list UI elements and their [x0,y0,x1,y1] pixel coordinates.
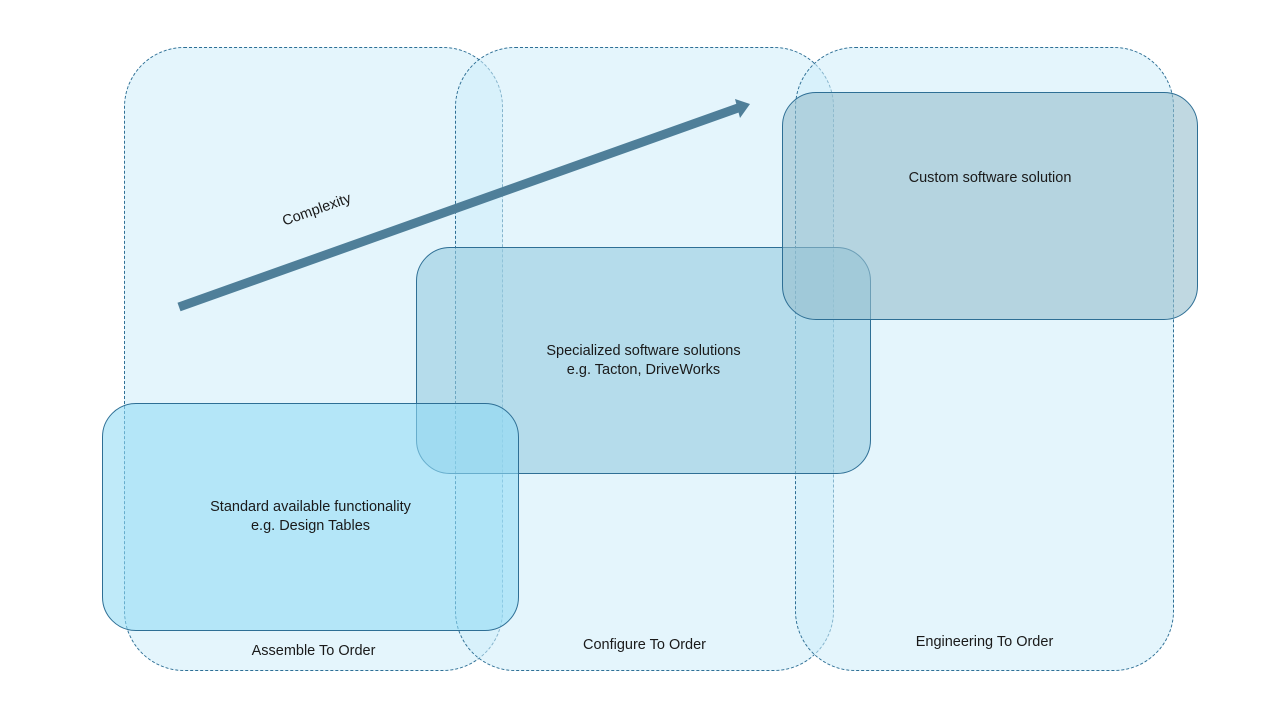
specialized-line1: Specialized software solutions [546,342,741,359]
standard-line1: Standard available functionality [210,499,411,515]
standard-line2: e.g. Design Tables [250,518,371,534]
box-standard-functionality: Standard available functionality e.g. De… [102,403,519,631]
specialized-line2: e.g. Tacton, DriveWorks [566,361,721,378]
custom-line1: Custom software solution [908,169,1072,186]
box-custom-software: Custom software solution [782,92,1198,320]
lane-label-engineering: Engineering To Order [915,634,1054,650]
lane-label-assemble: Assemble To Order [251,643,376,659]
lane-label-configure: Configure To Order [582,637,707,653]
